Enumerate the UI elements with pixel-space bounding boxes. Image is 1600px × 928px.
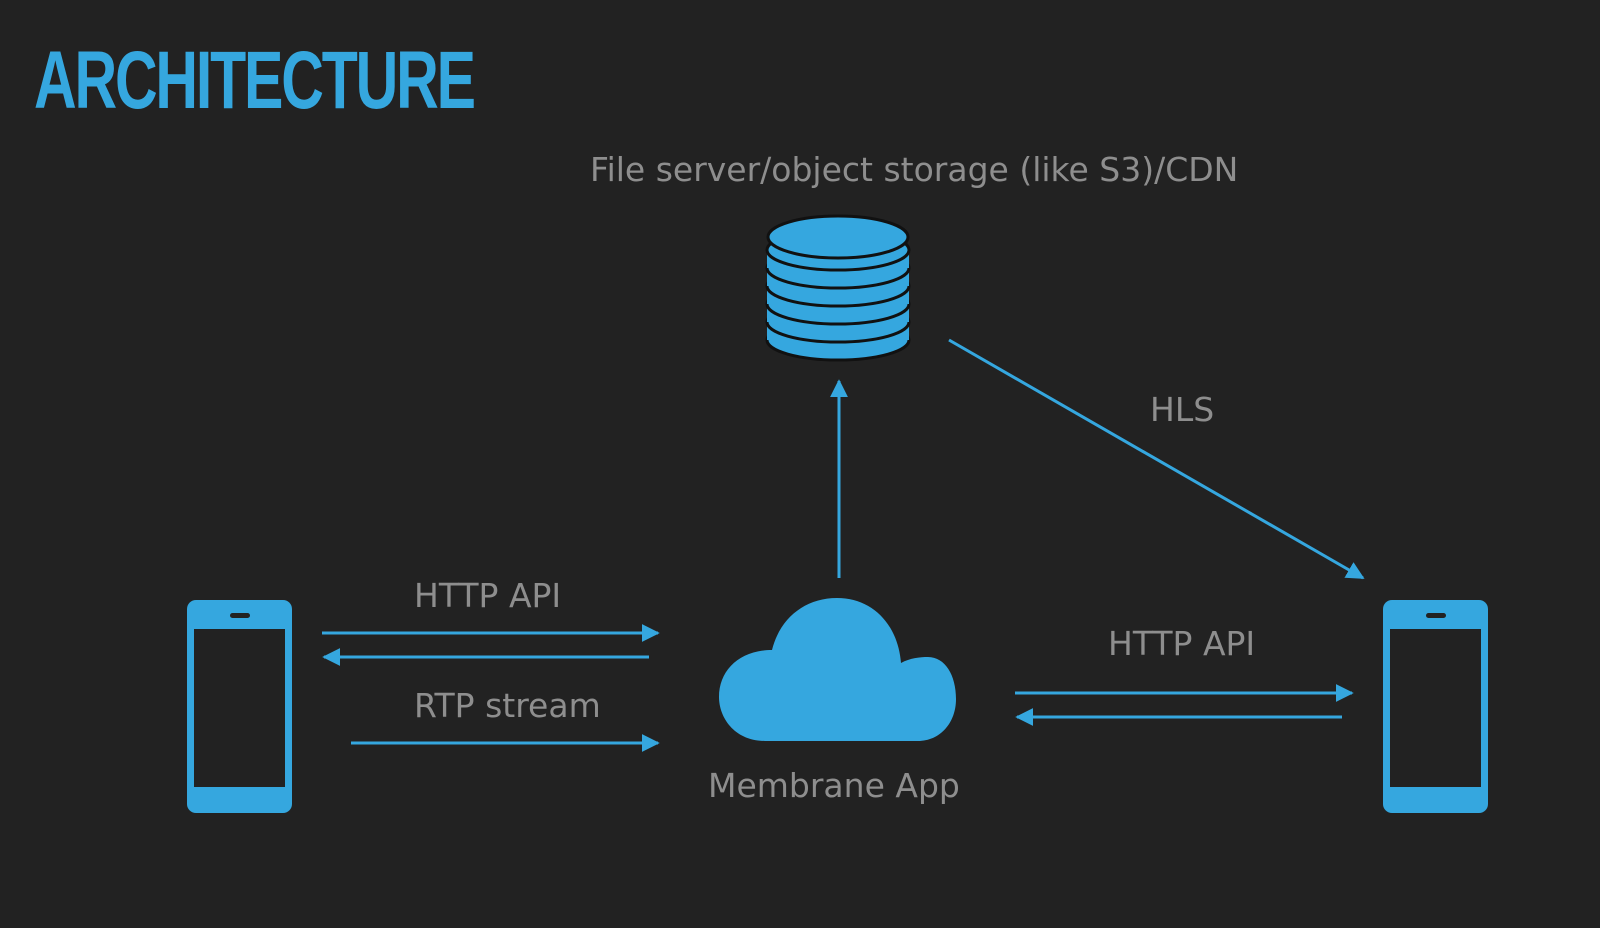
storage-label: File server/object storage (like S3)/CDN [590, 150, 1239, 189]
hls-edge-label: HLS [1150, 390, 1215, 429]
database-icon [765, 214, 911, 362]
slide-title: ARCHITECTURE [34, 35, 476, 126]
app-label: Membrane App [708, 766, 960, 805]
smartphone-icon-left [187, 600, 292, 813]
smartphone-icon-right [1383, 600, 1488, 813]
cloud-icon [719, 598, 956, 741]
hls-arrow [948, 338, 1365, 580]
http-api-right-label: HTTP API [1108, 624, 1256, 663]
rtp-stream-label: RTP stream [414, 686, 601, 725]
http-api-left-label: HTTP API [414, 576, 562, 615]
